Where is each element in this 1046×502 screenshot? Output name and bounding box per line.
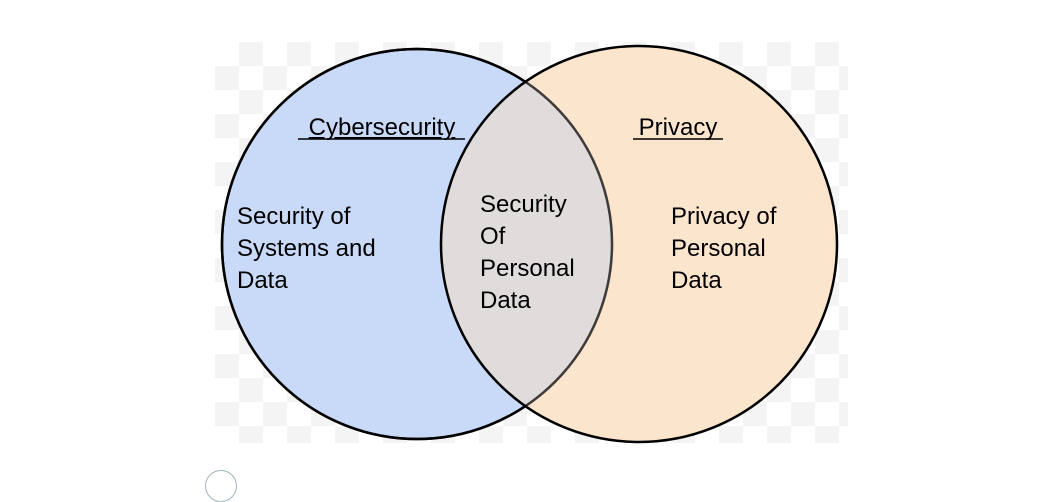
privacy-desc-line: Data <box>671 267 722 294</box>
privacy-outline <box>439 44 839 444</box>
venn-diagram: Cybersecurity Privacy Security of System… <box>220 44 839 444</box>
intersection-desc-line: Personal <box>480 255 575 282</box>
intersection-region <box>441 49 612 439</box>
cybersecurity-title: Cybersecurity <box>309 114 456 141</box>
cybersecurity-desc-line: Security of <box>237 203 351 230</box>
intersection-desc-line: Security <box>480 191 567 218</box>
intersection-desc-line: Data <box>480 287 531 314</box>
carousel-indicator-button[interactable] <box>205 470 237 502</box>
cybersecurity-desc-line: Data <box>237 267 288 294</box>
intersection-desc-line: Of <box>480 223 506 250</box>
privacy-title: Privacy <box>639 114 718 141</box>
cybersecurity-desc-line: Systems and <box>237 235 376 262</box>
privacy-desc-line: Privacy of <box>671 203 777 230</box>
privacy-desc-line: Personal <box>671 235 766 262</box>
